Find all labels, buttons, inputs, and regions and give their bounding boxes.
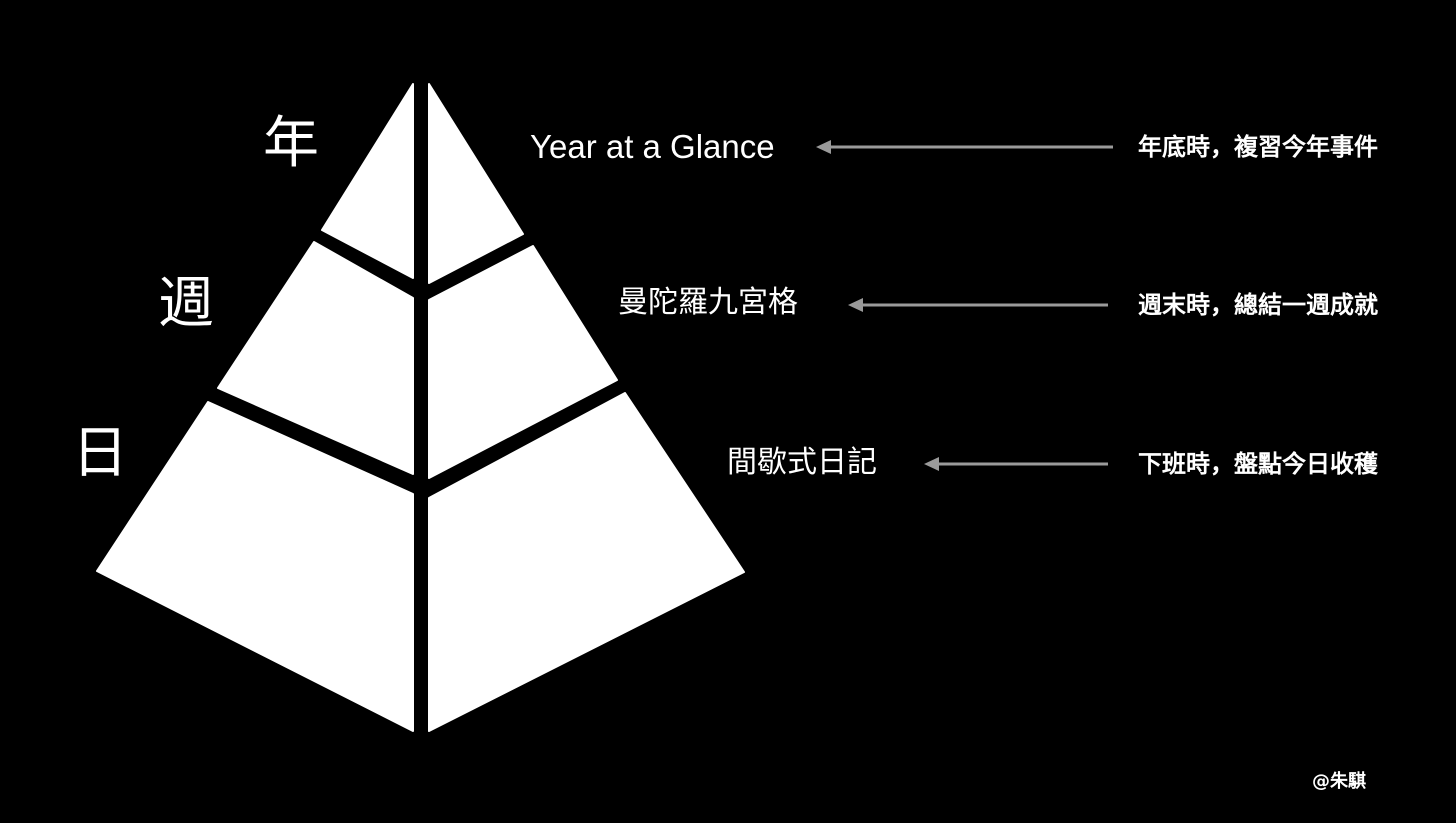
period-label-week: 週 [158,271,214,336]
pyramid-left-middle-segment [217,241,414,475]
description-year: 年底時，複習今年事件 [1138,133,1378,161]
pyramid-right-middle-segment [428,245,618,479]
period-label-year: 年 [263,111,319,176]
description-week: 週末時，總結一週成就 [1138,291,1378,319]
author-credit: @朱騏 [1312,771,1366,792]
period-label-day: 日 [72,421,128,486]
description-day: 下班時，盤點今日收穫 [1138,450,1378,478]
pyramid-left-top-segment [321,83,414,279]
tool-label-interval-journal: 間歇式日記 [727,445,877,480]
arrow-year [816,140,1113,154]
tool-label-year-at-a-glance: Year at a Glance [530,128,775,165]
pyramid-left-bottom-segment [96,401,414,732]
arrowhead-left-icon [924,457,939,471]
pyramid-right-top-segment [428,83,524,284]
arrow-day [924,457,1108,471]
pyramid-right-bottom-segment [428,392,745,732]
arrowhead-left-icon [816,140,831,154]
arrowhead-left-icon [848,298,863,312]
tool-label-mandala-grid: 曼陀羅九宮格 [618,285,798,320]
arrow-week [848,298,1108,312]
